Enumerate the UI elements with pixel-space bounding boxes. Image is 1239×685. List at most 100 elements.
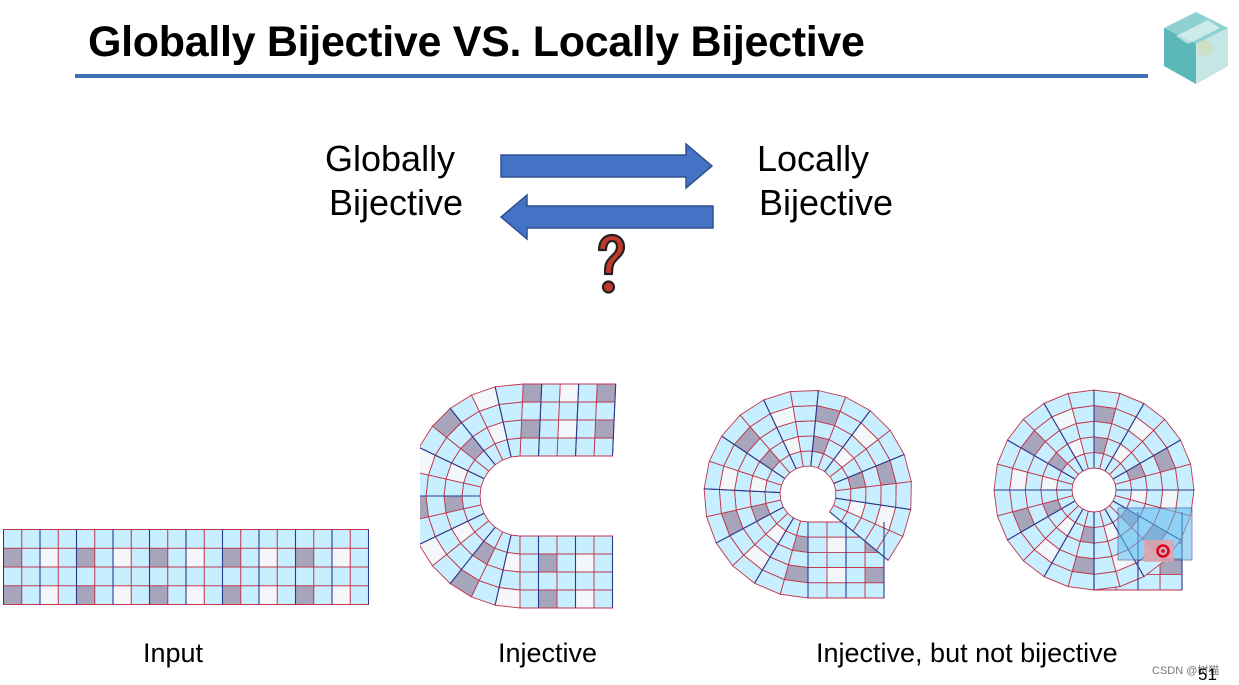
mesh-cell (425, 474, 447, 497)
mesh-cell (203, 547, 223, 568)
mesh-cell (595, 401, 616, 421)
caption-input: Input (143, 638, 204, 668)
mesh-cell (807, 567, 828, 584)
mesh-cell (556, 553, 576, 573)
mesh-cell (556, 437, 577, 457)
mesh-cell (57, 585, 77, 605)
mesh-cell (420, 516, 436, 545)
mesh-cell (556, 589, 576, 609)
mesh-cell (94, 547, 114, 568)
injective-mapping-figure (420, 383, 617, 609)
mesh-cell (558, 401, 579, 421)
mesh-edge (704, 488, 781, 494)
mesh-cell (21, 585, 41, 605)
mesh-cell (538, 419, 560, 439)
mesh-cell (521, 383, 543, 403)
mesh-cell (295, 529, 315, 549)
mesh-cell (203, 566, 223, 587)
mesh-cell (149, 585, 169, 605)
mesh-cell (575, 419, 597, 439)
mesh-cell (575, 535, 595, 555)
slide-title: Globally Bijective VS. Locally Bijective (88, 18, 865, 66)
overlap-marker-icon (1156, 544, 1170, 558)
mesh-edge (824, 410, 871, 472)
mesh-cell (222, 566, 242, 587)
mesh-cell (185, 529, 205, 549)
mesh-cell (826, 521, 847, 538)
mesh-cell (807, 536, 828, 553)
mesh-cell (112, 585, 132, 605)
mesh-cell (807, 582, 828, 599)
mesh-cell (795, 420, 816, 437)
mesh-cell (519, 535, 539, 555)
mesh-cell (240, 547, 260, 568)
mesh-cell (734, 489, 752, 511)
mesh-cell (593, 589, 613, 609)
mesh-cell (519, 571, 539, 591)
mesh-edge (1007, 439, 1076, 480)
mesh-cell (575, 571, 595, 591)
mesh-cell (222, 585, 242, 605)
mesh-cell (112, 529, 132, 549)
mesh-cell (258, 529, 278, 549)
mesh-cell (21, 529, 41, 549)
mesh-cell (593, 437, 614, 457)
mesh-cell (420, 425, 448, 456)
mesh-edge (715, 506, 784, 544)
mesh-cell (349, 566, 369, 587)
mesh-cell (276, 547, 296, 568)
watermark: CSDN @树猫 (1152, 665, 1220, 677)
mesh-cell (39, 585, 59, 605)
overlap-mapping-figure-1 (703, 389, 912, 599)
mesh-cell (76, 547, 96, 568)
mesh-cell (167, 529, 187, 549)
mesh-cell (807, 551, 828, 569)
mesh-cell (577, 383, 598, 403)
mesh-cell (993, 489, 1013, 517)
mesh-edge (537, 383, 543, 457)
mesh-cell (519, 437, 540, 457)
mesh-cell (112, 566, 132, 587)
mesh-cell (864, 582, 885, 599)
mesh-cell (494, 383, 524, 405)
mesh-cell (240, 566, 260, 587)
mesh-cell (789, 390, 819, 407)
mesh-cell (295, 566, 315, 587)
right-arrow-icon (500, 142, 714, 190)
mesh-edge (494, 534, 512, 606)
mesh-cell (718, 489, 737, 514)
mesh-cell (130, 566, 150, 587)
mesh-edge (420, 512, 485, 545)
mesh-cell (94, 585, 114, 605)
mesh-edge (494, 386, 512, 458)
mesh-cell (331, 566, 351, 587)
mesh-cell (538, 553, 558, 573)
mesh-cell (57, 547, 77, 568)
mesh-cell (1067, 389, 1095, 409)
mesh-cell (826, 582, 847, 599)
mesh-cell (130, 585, 150, 605)
mesh-cell (792, 405, 818, 422)
mesh-cell (845, 551, 866, 569)
mesh-cell (3, 566, 23, 587)
left-concept-line-2: Bijective (329, 182, 464, 223)
mesh-cell (149, 529, 169, 549)
mesh-cell (593, 553, 613, 573)
mesh-cell (575, 553, 595, 573)
left-arrow-icon (499, 193, 714, 241)
overlap-marker-dot (1161, 549, 1165, 553)
mesh-cell (575, 437, 596, 457)
mesh-cell (331, 585, 351, 605)
caption-not-bijective: Injective, but not bijective (816, 638, 1118, 668)
mesh-cell (57, 566, 77, 587)
mesh-cell (349, 529, 369, 549)
globally-bijective-label: Globally Bijective (325, 137, 463, 225)
mesh-cell (313, 585, 333, 605)
mesh-cell (594, 419, 615, 439)
mesh-edge (1112, 439, 1181, 480)
mesh-cell (519, 553, 539, 573)
mesh-edge (829, 511, 889, 561)
mesh-cell (826, 536, 847, 553)
mesh-edge (721, 435, 786, 479)
mesh-edge (420, 447, 485, 480)
